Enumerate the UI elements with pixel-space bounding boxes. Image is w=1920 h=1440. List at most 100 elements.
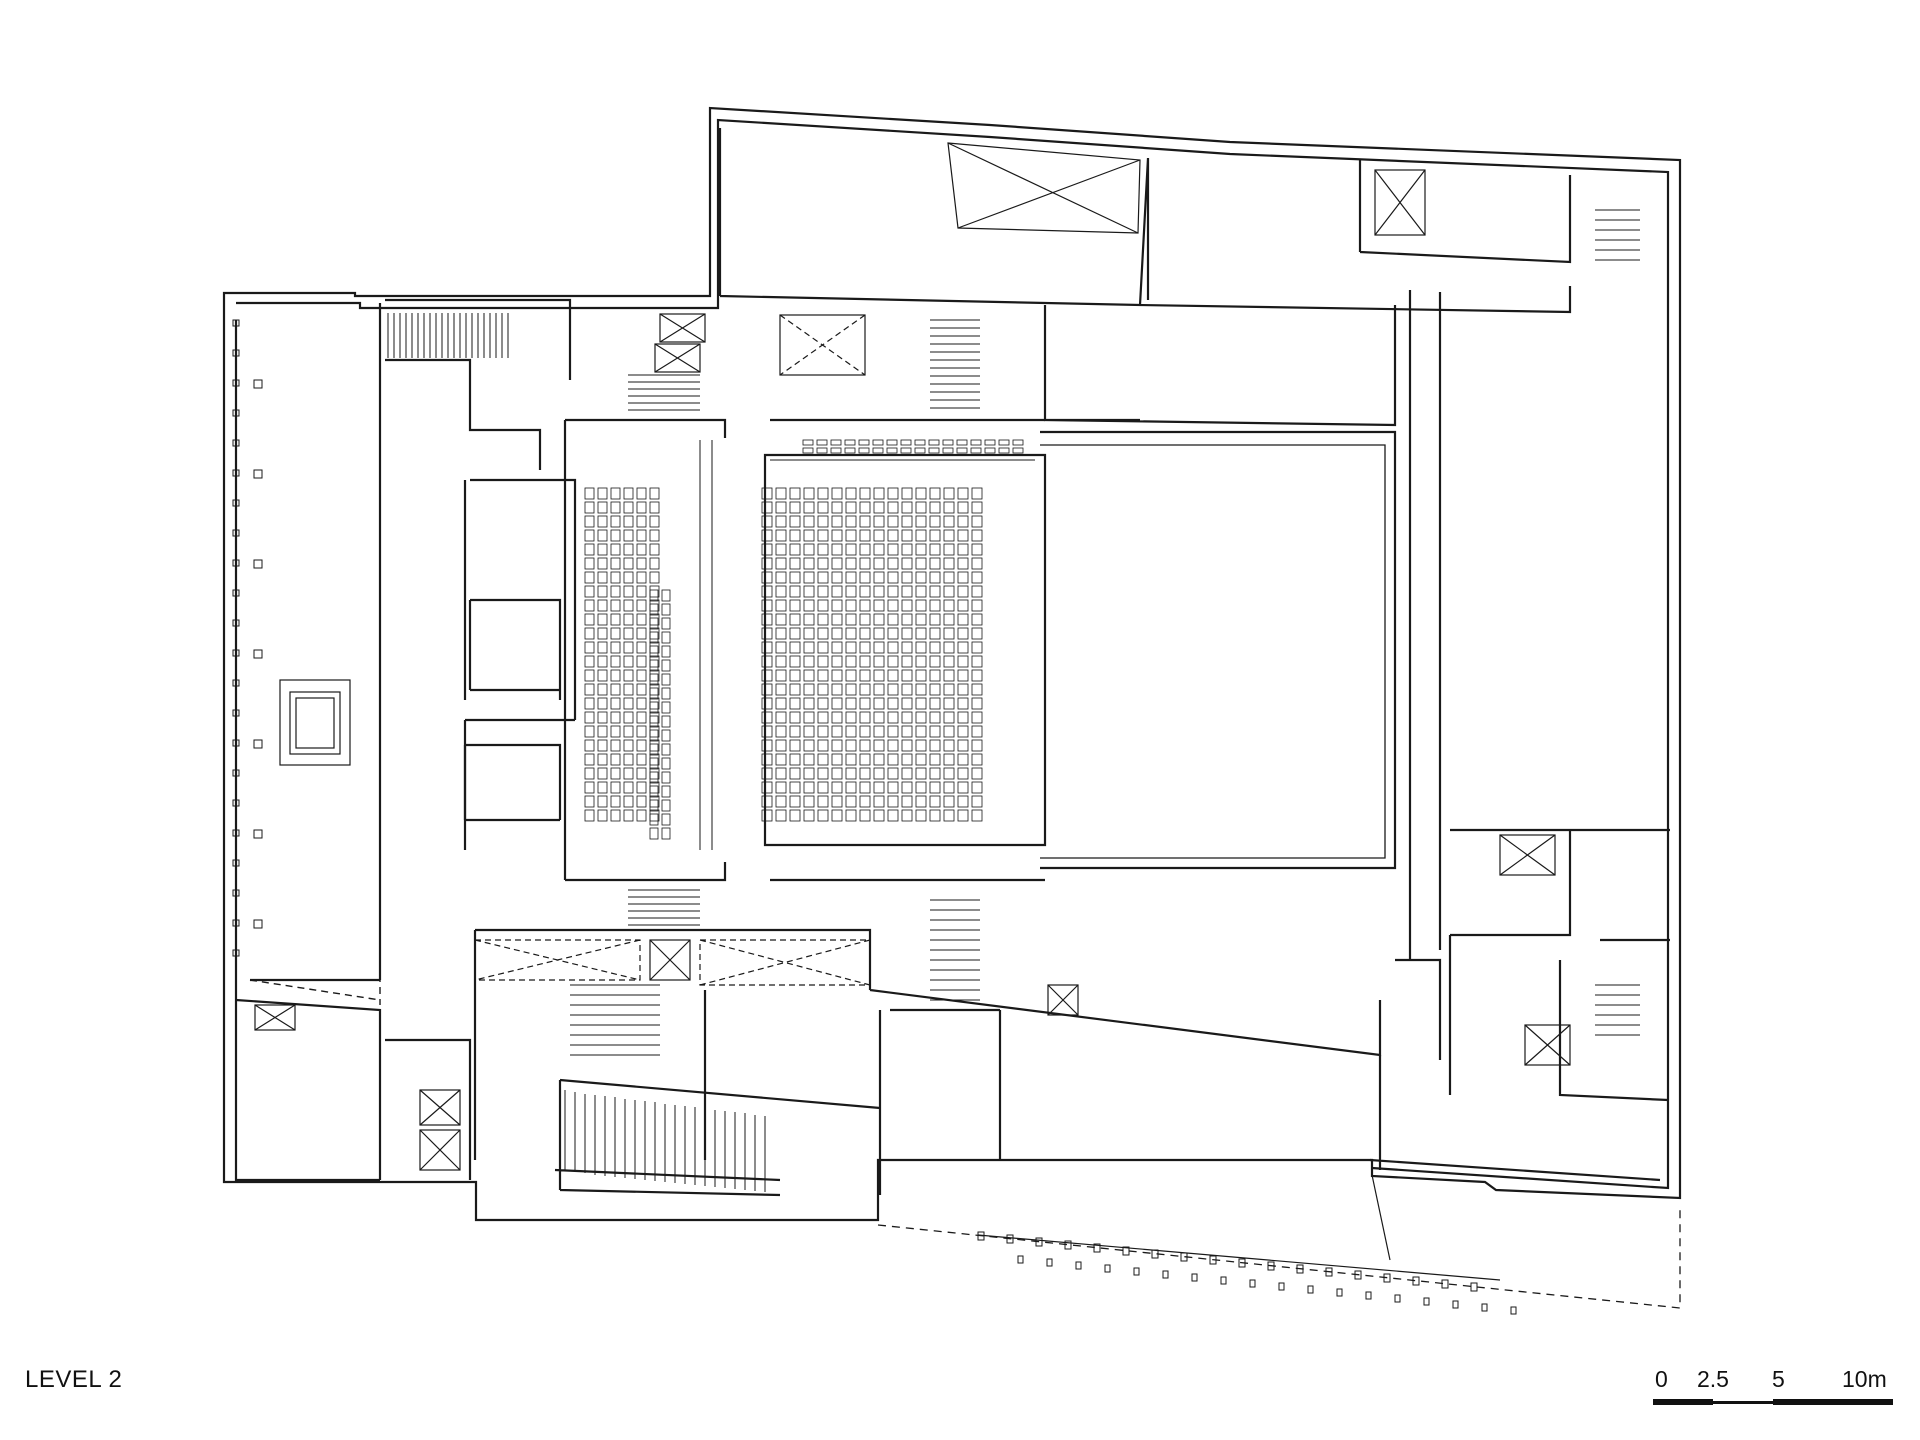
pier-marker [1046,1258,1053,1267]
pier-marker [1470,1282,1478,1292]
pier-marker [1209,1255,1217,1265]
shaft-north-small [654,313,706,373]
pier-marker [1267,1261,1275,1271]
column-marker [232,409,240,417]
column-marker [232,349,240,357]
shaft-east [1524,1024,1571,1066]
scale-label-2-5: 2.5 [1697,1366,1729,1392]
stair-south-upper [570,984,660,1056]
pier-marker [1412,1276,1420,1286]
shaft-south-2 [1047,984,1079,1016]
stage-inner [1040,444,1386,859]
column-marker [232,469,240,477]
pier-marker [1104,1264,1111,1273]
outer-envelope [222,106,1682,1222]
pier-marker [1481,1303,1488,1312]
pier-marker [1122,1246,1130,1256]
column-marker [232,949,240,957]
south-dashed-perimeter [877,1210,1681,1309]
shaft-east-2 [1499,834,1556,876]
pier-marker [1180,1252,1188,1262]
column-marker [253,559,263,569]
foyer-feature [279,679,351,766]
pier-marker [1238,1258,1246,1268]
column-marker [232,559,240,567]
south-east-wall [1369,958,1661,1182]
shaft-north-mid [779,314,866,376]
pier-marker [1441,1279,1449,1289]
west-foyer-dashed-edge [249,303,381,1005]
south-piers [977,1231,1517,1315]
pier-marker [1075,1261,1082,1270]
shaft-south-1 [649,939,691,981]
stair-south-main [564,1090,766,1192]
column-marker [253,739,263,749]
stage-box [763,453,1047,847]
pier-marker [1064,1240,1072,1250]
pier-marker [1510,1306,1517,1315]
stair-south-east [930,899,980,1001]
scale-label-10m: 10m [1842,1366,1887,1392]
pier-marker [1383,1273,1391,1283]
level-title: LEVEL 2 [25,1366,123,1393]
pier-marker [1354,1270,1362,1280]
column-marker [232,709,240,717]
column-marker [253,379,263,389]
column-marker [232,769,240,777]
pier-marker [1423,1297,1430,1306]
column-marker [232,919,240,927]
column-marker [232,589,240,597]
column-marker [232,739,240,747]
pier-marker [1249,1279,1256,1288]
west-core-walls [385,298,577,822]
aisle-lines [699,440,713,850]
seat-block-center [761,487,983,822]
south-wing-wall [473,928,1382,1195]
lift-shafts [254,142,1571,1171]
seat-block-aisle [649,589,671,840]
pier-marker [1307,1285,1314,1294]
column-marker [232,649,240,657]
column-marker [253,649,263,659]
column-marker [232,859,240,867]
seat-block-west [584,487,660,822]
auditorium-south-wall [565,862,1045,882]
auditorium-seating [584,439,1035,850]
pier-marker [1278,1282,1285,1291]
column-marker [253,919,263,929]
south-stair-walls [554,1078,881,1197]
pier-marker [1035,1237,1043,1247]
pier-marker [1191,1273,1198,1282]
stair-hatching [387,209,1640,1192]
pier-marker [1093,1243,1101,1253]
pier-marker [1162,1270,1169,1279]
seat-row-front [802,439,1024,454]
column-marker [232,799,240,807]
stair-south-center [628,889,700,926]
shaft-southwest-small [254,1004,296,1031]
column-marker [232,619,240,627]
stage-edge-lines [770,459,1035,846]
shaft-southwest-1 [419,1089,461,1126]
pier-marker [1394,1294,1401,1303]
column-marker [232,319,240,327]
east-block-walls [1448,828,1670,1102]
column-marker [232,829,240,837]
shaft-west-dashed [474,939,871,986]
stair-east-upper [1595,209,1640,261]
southwest-room-walls [235,998,472,1182]
west-foyer [234,303,382,1182]
shaft-northeast [1374,169,1426,236]
column-marker [232,379,240,387]
scale-label-5: 5 [1772,1366,1785,1392]
stair-north-west [387,313,509,358]
stage-apron [1040,430,1397,870]
scale-label-0: 0 [1655,1366,1668,1392]
column-marker [253,469,263,479]
pier-marker [1296,1264,1304,1274]
column-marker [232,529,240,537]
west-columns [232,319,263,957]
column-marker [232,499,240,507]
pier-marker [977,1231,985,1241]
